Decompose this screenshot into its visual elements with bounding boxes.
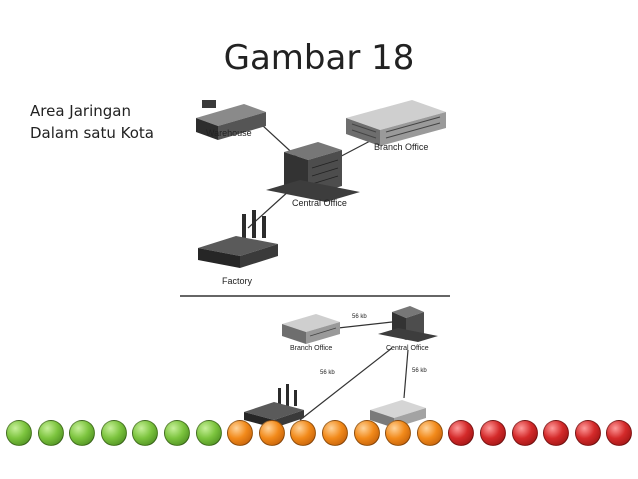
link-label-3: 56 kb: [412, 368, 427, 374]
progress-dot-orange: [258, 420, 285, 446]
top-diagram: Warehouse Branch Office Central Office: [196, 100, 446, 286]
progress-dot-orange: [227, 420, 254, 446]
central-office-bottom-icon: [378, 306, 438, 342]
progress-dot-red: [480, 420, 506, 446]
bottom-diagram: Branch Office Central Office 56 kb 56 kb: [244, 306, 438, 428]
progress-dot-green: [195, 420, 222, 446]
slide-title: Gambar 18: [223, 38, 415, 78]
progress-dot-green: [100, 420, 127, 446]
progress-dots: [0, 418, 638, 448]
progress-dot-orange: [385, 420, 412, 446]
progress-dot-red: [574, 420, 601, 446]
progress-dot-red: [543, 420, 570, 446]
link-label-2: 56 kb: [320, 370, 335, 376]
warehouse-label: Warehouse: [206, 128, 252, 138]
progress-dot-orange: [353, 420, 380, 446]
progress-dot-green: [6, 420, 32, 446]
central-office-bottom-label: Central Office: [386, 345, 429, 352]
side-label-line-2: Dalam satu Kota: [30, 124, 154, 142]
progress-dot-red: [511, 420, 538, 446]
side-label: Area Jaringan Dalam satu Kota: [30, 100, 154, 144]
central-office-label: Central Office: [292, 198, 347, 208]
progress-dot-orange: [290, 420, 317, 446]
link-branch-central-bottom: [337, 321, 393, 329]
progress-dot-green: [132, 420, 159, 446]
progress-dot-green: [164, 420, 190, 446]
central-office-icon: [266, 142, 360, 202]
branch-office-icon: [346, 100, 446, 146]
progress-dot-red: [606, 420, 633, 446]
branch-office-bottom-label: Branch Office: [290, 345, 332, 352]
factory-label: Factory: [222, 276, 253, 286]
side-label-line-1: Area Jaringan: [30, 102, 131, 120]
progress-dot-red: [448, 420, 475, 446]
warehouse-icon: [196, 100, 266, 140]
branch-office-bottom-icon: [282, 314, 340, 344]
branch-office-label: Branch Office: [374, 142, 428, 152]
progress-dot-green: [69, 420, 96, 446]
progress-dot-orange: [416, 420, 443, 446]
link-central-branch2-bottom: [403, 349, 409, 399]
link-label-1: 56 kb: [352, 314, 367, 320]
factory-icon: [198, 210, 278, 268]
link-factory-central-bottom: [299, 347, 393, 421]
progress-dot-orange: [322, 420, 348, 446]
progress-dot-green: [37, 420, 64, 446]
